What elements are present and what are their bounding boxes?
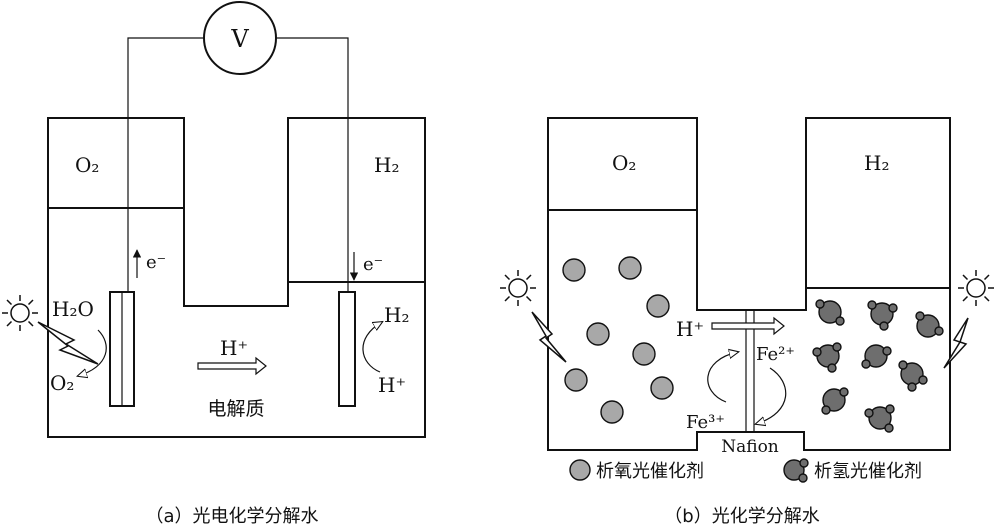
gas-h2-label: H₂ [374, 153, 399, 177]
cell-outline-a [47, 117, 426, 438]
light-bolt-right-icon [943, 317, 969, 369]
water-label: H₂O [52, 297, 94, 321]
voltmeter [203, 1, 277, 75]
legend-hydrogen-catalyst: 析氢光催化剂 [783, 458, 922, 483]
o2-out-label: O₂ [50, 371, 74, 395]
legend-oxygen-label: 析氧光催化剂 [596, 461, 704, 482]
oxygen-catalyst-particles [562, 256, 674, 424]
fe3-label: Fe³⁺ [686, 412, 725, 433]
membrane-label: Nafion [721, 437, 779, 457]
legend-oxygen-catalyst: 析氧光催化剂 [569, 459, 704, 482]
cathode [338, 291, 356, 407]
sun-icon [2, 295, 38, 331]
wire-left [127, 37, 204, 292]
proton-arrow-b [711, 316, 785, 336]
proton-right-label: H⁺ [378, 373, 406, 397]
legend-hydrogen-label: 析氢光催化剂 [814, 461, 922, 482]
proton-mid-label: H⁺ [220, 336, 248, 360]
sun-icon-right [958, 270, 994, 306]
light-bolt-left-icon [531, 311, 567, 363]
h2-evolution-arrow [362, 322, 382, 373]
electron-right-label: e⁻ [363, 254, 383, 275]
h2-out-label: H₂ [384, 303, 409, 327]
electrolyte-label: 电解质 [207, 398, 264, 420]
fe-cycle-right-arrow [756, 367, 787, 424]
legend-oxygen-swatch [569, 459, 591, 481]
proton-arrow [197, 356, 267, 376]
panel-b: Nafion O₂ H₂ [500, 117, 994, 527]
proton-label-b: H⁺ [676, 317, 704, 341]
electron-left-label: e⁻ [146, 252, 166, 273]
legend-hydrogen-swatch [783, 458, 809, 483]
fe-cycle-left-arrow [707, 352, 738, 403]
wire-right [276, 37, 349, 292]
gas-o2-label: O₂ [75, 153, 99, 177]
hydrogen-catalyst-particles [812, 299, 944, 433]
sun-icon-left [500, 270, 536, 306]
caption-b: （b）光化学分解水 [664, 506, 819, 527]
cell-outline-b [547, 117, 951, 451]
panel-a: V e⁻ e⁻ O₂ H₂ H₂O O₂ H₂ H [2, 1, 426, 527]
fe2-label: Fe²⁺ [756, 344, 795, 365]
caption-a: （a）光电化学分解水 [145, 506, 318, 527]
light-bolt-icon [37, 321, 99, 365]
gas-h2-label-b: H₂ [864, 151, 889, 175]
gas-o2-label-b: O₂ [612, 151, 636, 175]
voltmeter-label: V [230, 25, 249, 53]
o2-evolution-arrow [78, 329, 107, 376]
